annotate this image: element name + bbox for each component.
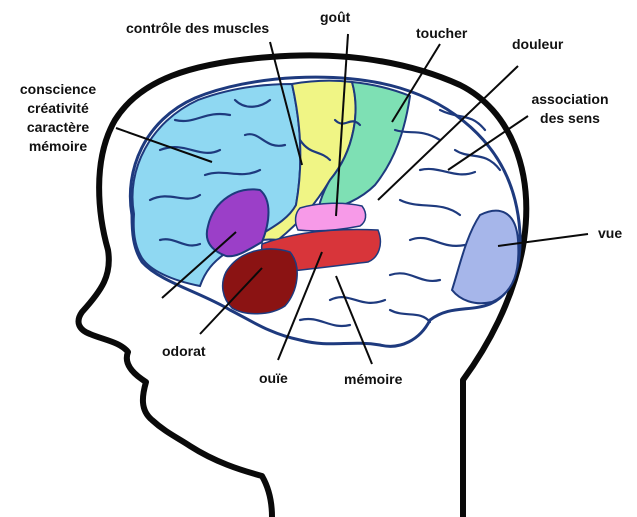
line-touch [391, 43, 441, 123]
label-touch: toucher [416, 25, 468, 41]
label-consciousness-line: mémoire [28, 138, 88, 154]
label-vision: vue [598, 225, 623, 241]
label-hearing: ouïe [259, 370, 288, 386]
label-consciousness-line: conscience [19, 81, 97, 97]
line-purple [161, 231, 237, 299]
label-memory: mémoire [344, 371, 403, 387]
label-association-line: association [531, 91, 609, 107]
line-hearing [277, 251, 323, 361]
line-memory [335, 275, 373, 365]
label-association: association des sens [510, 90, 630, 128]
region-vision [450, 209, 520, 305]
label-consciousness-line: créativité [27, 100, 89, 116]
label-consciousness: conscience créativité caractère mémoire [6, 80, 110, 156]
label-muscles: contrôle des muscles [126, 20, 270, 36]
head-outline [75, 52, 530, 517]
line-vision [497, 233, 589, 247]
label-pain: douleur [512, 36, 564, 52]
line-smell [199, 267, 263, 335]
label-consciousness-line: caractère [26, 119, 90, 135]
leader-lines [115, 33, 589, 365]
region-taste [294, 202, 367, 232]
line-consciousness [115, 127, 213, 163]
line-association [447, 115, 529, 171]
brain-sulci [148, 98, 502, 328]
region-olfaction [221, 248, 298, 315]
line-taste [335, 33, 349, 217]
line-muscles [269, 41, 303, 166]
label-smell: odorat [162, 343, 206, 359]
label-association-line: des sens [540, 110, 600, 126]
line-pain [377, 65, 519, 201]
label-taste: goût [320, 9, 351, 25]
